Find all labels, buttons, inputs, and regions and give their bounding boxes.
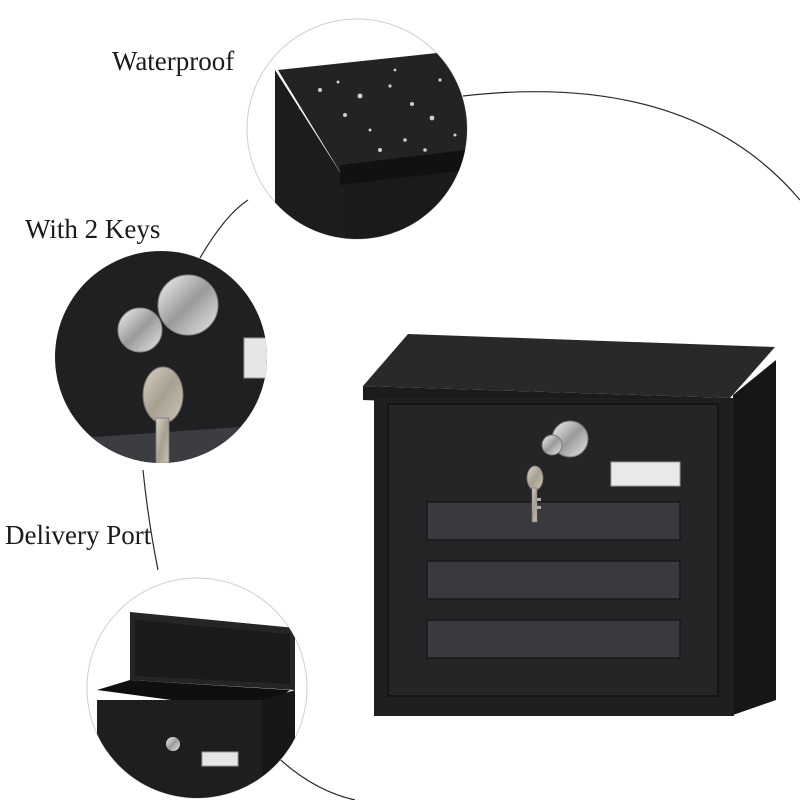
inset-name-plate (243, 337, 267, 379)
waterproof-label: Waterproof (112, 46, 235, 76)
arc-keys-down (142, 469, 159, 571)
inset-keys (55, 251, 267, 463)
arc-keys-to-top (199, 199, 249, 259)
delivery-port-label: Delivery Port (5, 520, 152, 550)
arc-top-right (462, 91, 800, 201)
main-mailbox (363, 334, 776, 716)
inset-delivery-port (86, 577, 308, 799)
inset-waterproof (246, 18, 468, 240)
name-plate (610, 461, 681, 487)
mailbox-side (733, 360, 776, 715)
mailbox-slot-1 (426, 501, 681, 541)
mailbox-slot-2 (426, 560, 681, 600)
mailbox-slot-3 (426, 619, 681, 659)
key-icon (526, 465, 544, 523)
mailbox-roof (363, 334, 775, 398)
keys-label: With 2 Keys (25, 214, 161, 244)
